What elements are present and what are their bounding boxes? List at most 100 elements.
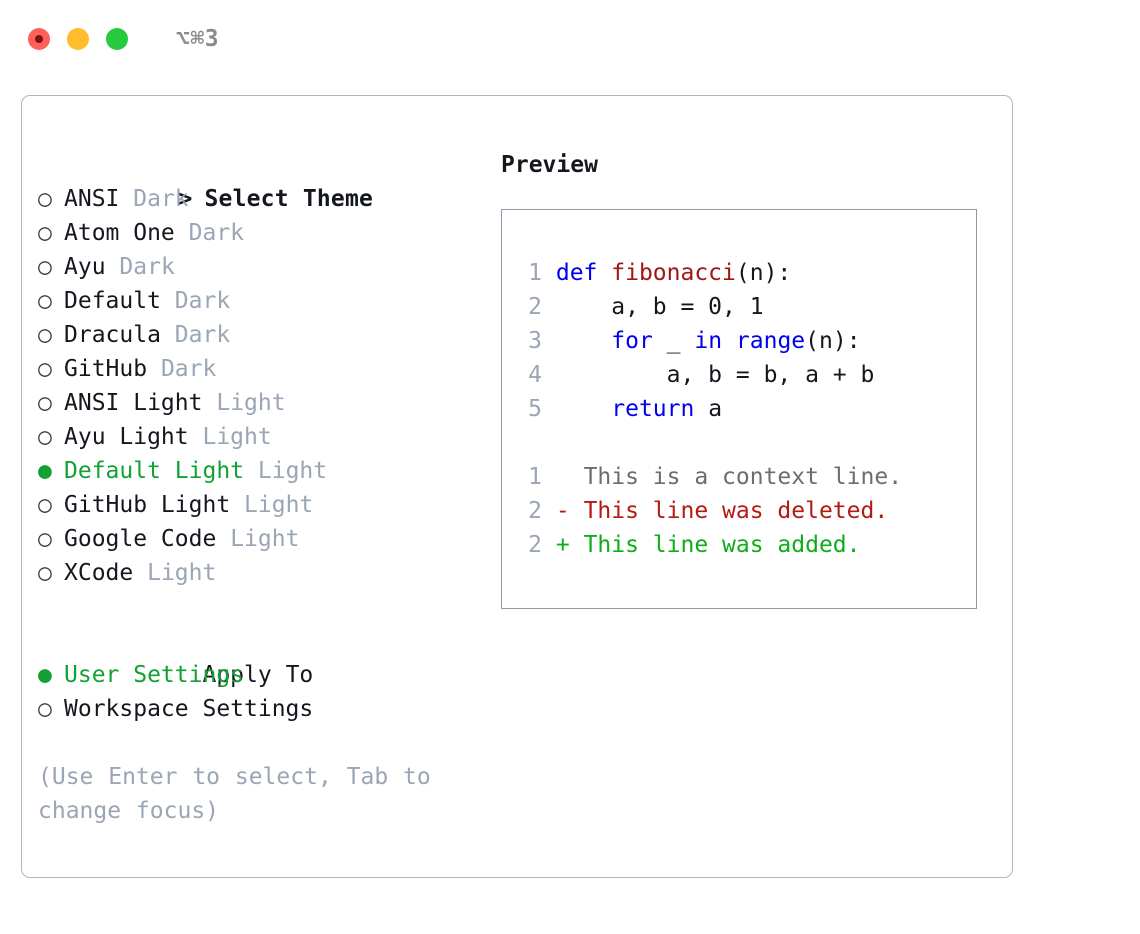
theme-option-ansi[interactable]: ○ ANSI Dark	[38, 182, 493, 216]
radio-unselected-icon[interactable]: ○	[38, 424, 52, 450]
code-token-plain: a, b = 0, 1	[555, 294, 764, 320]
theme-name: ANSI	[64, 186, 120, 212]
code-token-plain	[722, 328, 736, 354]
preview-column: Preview 1 def fibonacci(n): 2 a, b = 0, 1…	[501, 148, 991, 609]
diff-gutter-gap	[542, 464, 556, 490]
theme-option-dracula[interactable]: ○ Dracula Dark	[38, 318, 493, 352]
theme-mode-tag: Dark	[160, 356, 217, 382]
diff-marker-add: +	[555, 532, 584, 558]
theme-name: GitHub Light	[64, 492, 231, 518]
code-line: 4 a, b = b, a + b	[516, 358, 902, 392]
theme-option-xcode[interactable]: ○ XCode Light	[38, 556, 493, 590]
theme-name: Dracula	[64, 322, 161, 348]
radio-unselected-icon[interactable]: ○	[38, 356, 52, 382]
select-theme-header: > Select Theme	[38, 148, 493, 212]
code-token-plain: _	[652, 328, 695, 354]
theme-option-default[interactable]: ○Default Dark	[38, 284, 493, 318]
theme-gap	[106, 254, 120, 280]
theme-name: Google Code	[64, 526, 217, 552]
theme-mode-tag: Dark	[174, 322, 231, 348]
theme-option-github[interactable]: ○GitHub Dark	[38, 352, 493, 386]
code-token-kw: range	[735, 328, 806, 354]
theme-picker-column: >Select Theme ○ANSI Dark○Atom One Dark○A…	[38, 148, 493, 828]
apply-to-option-user-settings[interactable]: ● User Settings	[38, 658, 493, 692]
theme-name: Ayu Light	[64, 424, 189, 450]
theme-mode-tag: Dark	[119, 254, 175, 280]
line-number: 2	[528, 294, 542, 320]
diff-gutter-gap	[542, 498, 556, 524]
window-controls	[28, 28, 128, 50]
theme-gap	[161, 322, 175, 348]
radio-unselected-icon[interactable]: ○	[38, 696, 52, 722]
diff-text: This line was deleted.	[583, 498, 889, 524]
theme-name: Atom One	[64, 220, 175, 246]
diff-line-ctx: 1 This is a context line.	[516, 460, 902, 494]
apply-to-label: Apply To	[202, 662, 314, 688]
preview-title: Preview	[501, 152, 598, 178]
radio-unselected-icon[interactable]: ○	[38, 322, 52, 348]
theme-mode-tag: Light	[244, 492, 314, 518]
radio-unselected-icon[interactable]: ○	[38, 220, 52, 246]
theme-name: Default Light	[64, 458, 245, 484]
theme-option-atom-one[interactable]: ○Atom One Dark	[38, 216, 493, 250]
code-line: 1 def fibonacci(n):	[516, 256, 902, 290]
title-bar: ⌥⌘3	[0, 0, 1140, 78]
line-gutter-gap	[542, 260, 556, 286]
theme-gap	[230, 492, 244, 518]
radio-selected-icon[interactable]: ●	[38, 662, 52, 688]
theme-mode-tag: Light	[147, 560, 217, 586]
theme-mode-tag: Light	[230, 526, 300, 552]
theme-option-google-code[interactable]: ○ Google Code Light	[38, 522, 493, 556]
theme-option-ayu-light[interactable]: ○Ayu Light Light	[38, 420, 493, 454]
code-token-kw: for	[611, 328, 653, 354]
radio-unselected-icon[interactable]: ○	[38, 254, 52, 280]
line-gutter-gap	[542, 396, 556, 422]
close-button[interactable]	[28, 28, 50, 50]
radio-unselected-icon[interactable]: ○	[38, 390, 52, 416]
line-gutter-gap	[542, 294, 556, 320]
radio-unselected-icon[interactable]: ○	[38, 186, 52, 212]
radio-unselected-icon[interactable]: ○	[38, 526, 52, 552]
code-line: 3 for _ in range(n):	[516, 324, 902, 358]
prompt-marker-icon: >	[178, 186, 193, 212]
theme-gap	[216, 526, 230, 552]
code-line: 5 return a	[516, 392, 902, 426]
diff-line-del: 2 - This line was deleted.	[516, 494, 902, 528]
code-token-plain: a, b = b, a + b	[555, 362, 875, 388]
radio-unselected-icon[interactable]: ○	[38, 288, 52, 314]
code-blank-line	[516, 426, 902, 460]
theme-option-ayu[interactable]: ○Ayu Dark	[38, 250, 493, 284]
code-token-plain	[556, 328, 611, 354]
diff-text: This line was added.	[583, 532, 861, 558]
theme-option-ansi-light[interactable]: ○ANSI Light Light	[38, 386, 493, 420]
diff-gutter-gap	[542, 532, 556, 558]
theme-mode-tag: Dark	[133, 186, 189, 212]
theme-option-github-light[interactable]: ○ GitHub Light Light	[38, 488, 493, 522]
radio-selected-icon[interactable]: ●	[38, 458, 52, 484]
theme-gap	[202, 390, 216, 416]
line-gutter-gap	[542, 362, 556, 388]
code-token-plain: (n):	[805, 328, 861, 354]
diff-line-add: 2 + This line was added.	[516, 528, 902, 562]
radio-unselected-icon[interactable]: ○	[38, 560, 52, 586]
diff-line-number: 2	[528, 498, 542, 524]
list-spacer	[38, 590, 493, 624]
maximize-button[interactable]	[106, 28, 128, 50]
code-preview: 1 def fibonacci(n): 2 a, b = 0, 1 3 for _ …	[516, 256, 902, 562]
apply-to-option-workspace-settings[interactable]: ○Workspace Settings	[38, 692, 493, 726]
line-gutter-gap	[542, 328, 556, 354]
theme-list: ○ANSI Dark○Atom One Dark○Ayu Dark○Defaul…	[38, 182, 493, 590]
code-token-kw: def	[555, 260, 612, 286]
select-theme-label: Select Theme	[204, 186, 374, 212]
code-token-plain	[556, 396, 611, 422]
theme-option-default-light[interactable]: ●Default Light Light	[38, 454, 493, 488]
apply-to-option-label: User Settings	[64, 662, 245, 688]
theme-gap	[161, 288, 175, 314]
radio-unselected-icon[interactable]: ○	[38, 492, 52, 518]
diff-line-number: 1	[528, 464, 542, 490]
minimize-button[interactable]	[67, 28, 89, 50]
theme-name: XCode	[64, 560, 134, 586]
theme-gap	[175, 220, 189, 246]
line-number: 3	[528, 328, 542, 354]
